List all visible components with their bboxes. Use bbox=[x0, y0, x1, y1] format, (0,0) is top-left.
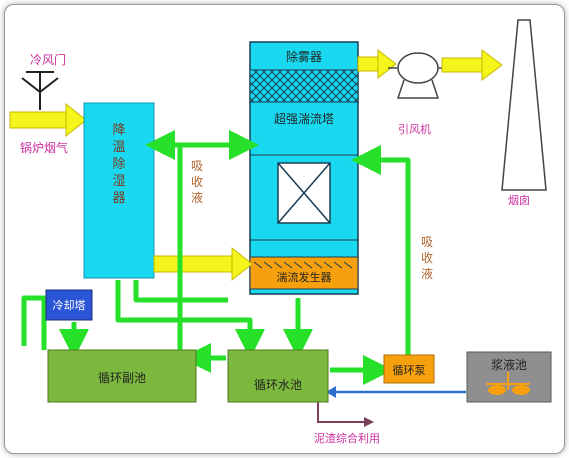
cooling-tower-box bbox=[45, 289, 93, 321]
turbulence-tower bbox=[249, 41, 359, 295]
sludge-utilization-label: 泥渣综合利用 bbox=[314, 432, 380, 445]
cooling-dehumidifier-box bbox=[83, 102, 155, 279]
cold-air-door-label: 冷风门 bbox=[30, 53, 67, 67]
circulation-water-tank-box bbox=[227, 349, 329, 403]
chimney-icon bbox=[501, 19, 547, 191]
gas-to-fan-arrow bbox=[357, 48, 397, 80]
cooling-dehumidifier-label: 降温除湿器 bbox=[112, 123, 126, 206]
absorbent-left-label: 吸收液 bbox=[190, 159, 203, 205]
cooling-tower-label: 冷却塔 bbox=[52, 299, 86, 312]
circulation-water-tank-label: 循环水池 bbox=[253, 378, 302, 392]
boiler-flue-gas-label: 锅炉烟气 bbox=[20, 141, 69, 155]
slurry-tank-label: 浆液池 bbox=[490, 358, 527, 372]
cold-air-door-icon bbox=[21, 71, 59, 110]
demister-label: 除雾器 bbox=[285, 50, 322, 64]
super-turbulence-tower-label: 超强湍流塔 bbox=[273, 112, 334, 126]
induced-draft-fan-icon bbox=[388, 52, 448, 99]
circulation-pump-label: 循环泵 bbox=[392, 364, 426, 377]
chimney-label: 烟囱 bbox=[508, 194, 530, 207]
slurry-return-arrow bbox=[326, 386, 466, 398]
absorbent-right-label: 吸收液 bbox=[420, 235, 433, 281]
sludge-out-arrow bbox=[317, 400, 374, 427]
flue-gas-inlet-arrow bbox=[9, 102, 87, 138]
gas-to-chimney-arrow bbox=[441, 49, 503, 81]
absorbent-flow-lines bbox=[21, 130, 411, 385]
circulation-pump-box bbox=[383, 354, 435, 384]
slurry-tank-box bbox=[466, 351, 552, 403]
aux-circulation-tank-label: 循环副池 bbox=[97, 371, 146, 385]
aux-circulation-tank-box bbox=[47, 349, 197, 403]
gas-to-tower-arrow bbox=[153, 246, 253, 282]
induced-draft-fan-label: 引风机 bbox=[398, 123, 431, 136]
turbulence-generator-label: 湍流发生器 bbox=[276, 271, 332, 284]
